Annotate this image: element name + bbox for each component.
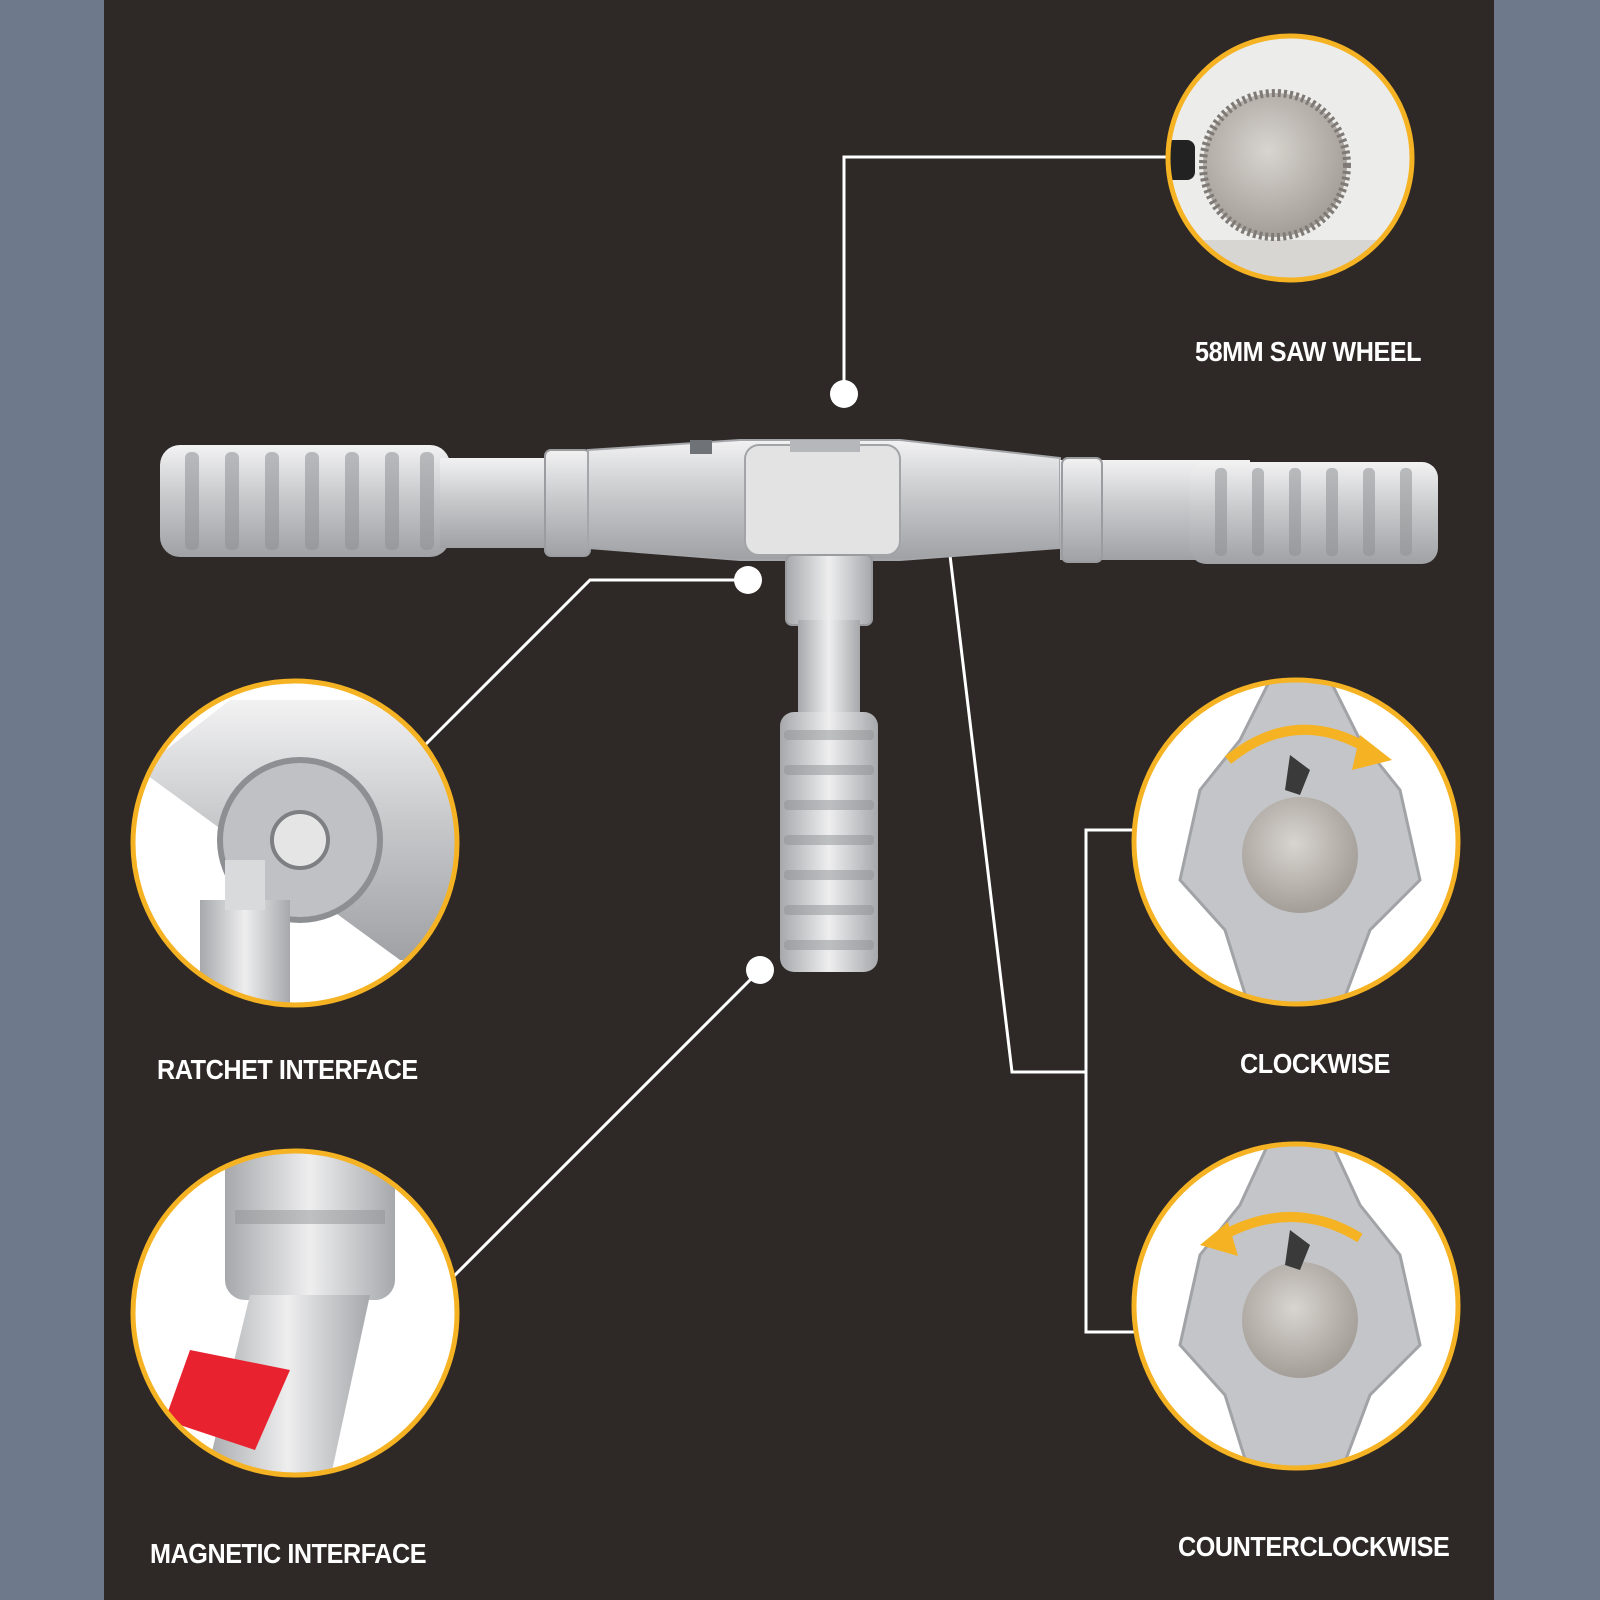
counterclockwise-detail — [1131, 1141, 1461, 1471]
saw-wheel-label: 58MM SAW WHEEL — [1195, 336, 1422, 367]
t-handle-wrench — [160, 439, 1438, 972]
clockwise-detail — [1131, 677, 1461, 1007]
clockwise-label: CLOCKWISE — [1240, 1048, 1390, 1079]
magnetic-detail — [130, 1148, 460, 1478]
counterclockwise-label: COUNTERCLOCKWISE — [1178, 1531, 1450, 1562]
saw-wheel-detail — [1165, 33, 1415, 283]
callout-lines — [423, 155, 1170, 1334]
ratchet-detail — [130, 678, 460, 1008]
magnetic-interface-label: MAGNETIC INTERFACE — [150, 1538, 427, 1569]
ratchet-interface-label: RATCHET INTERFACE — [157, 1054, 418, 1085]
